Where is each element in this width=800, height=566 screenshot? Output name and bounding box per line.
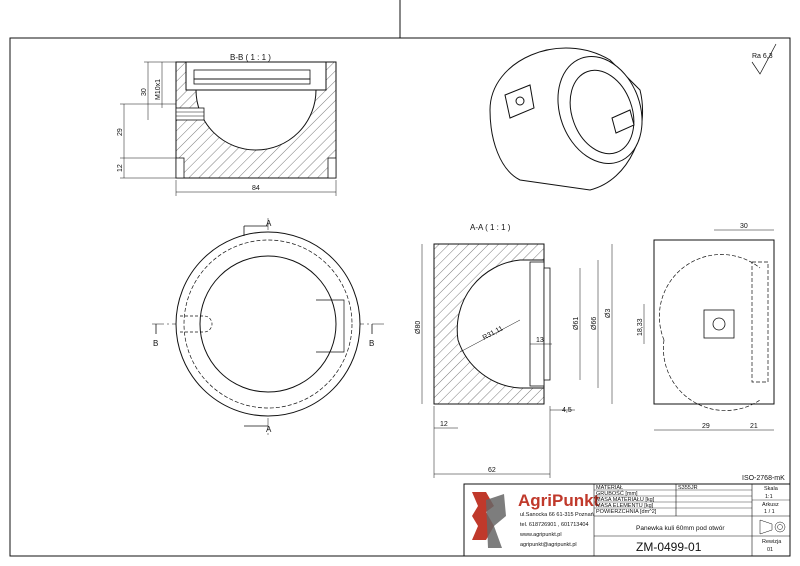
part-name: Panewka kuli 60mm pod otwór — [636, 525, 725, 532]
roughness-label: Ra 6,3 — [752, 53, 773, 60]
tolerance-standard: ISO-2768-mK — [742, 475, 785, 482]
mass-element-label: MASA ELEMENTU [kg] — [596, 503, 654, 509]
roughness-symbol: Ra 6,3 — [751, 43, 777, 75]
section-bb-view: B-B ( 1 : 1 ) 84 30 M10x1 29 12 — [117, 53, 337, 196]
cut-marker-b-right: B — [369, 339, 374, 348]
dim-bb-width: 84 — [252, 185, 260, 192]
section-bb-title: B-B ( 1 : 1 ) — [230, 53, 271, 62]
material-value: S355JR — [678, 485, 698, 491]
dim-bb-thread: M10x1 — [155, 79, 162, 100]
projection-symbol — [759, 519, 786, 535]
company-address: ul.Sanocka 66 61-315 Poznań — [520, 512, 594, 518]
section-aa-title: A-A ( 1 : 1 ) — [470, 223, 511, 232]
company-web: www.agripunkt.pl — [519, 532, 562, 538]
company-email: agripunkt@agripunkt.pl — [520, 542, 577, 548]
dim-aa-d66: Ø66 — [591, 317, 598, 330]
dim-side-29: 29 — [702, 423, 710, 430]
sheet-value: 1 / 1 — [764, 509, 775, 515]
drawing-number: ZM-0499-01 — [636, 540, 702, 554]
scale-label: Skala — [764, 486, 779, 492]
mass-material-label: MASA MATERIAŁU [kg] — [596, 497, 655, 503]
cut-marker-a-bottom: A — [266, 425, 272, 434]
revision-value: 01 — [767, 547, 773, 553]
dim-bb-29: 29 — [117, 128, 124, 136]
company-logo — [472, 492, 506, 548]
company-name: AgriPunkt — [518, 491, 600, 510]
revision-label: Rewizja — [762, 539, 782, 545]
sheet-label: Arkusz — [762, 502, 779, 508]
cut-marker-a-top: A — [266, 219, 272, 228]
dim-bb-height: 30 — [141, 88, 148, 96]
top-view: A A B B — [152, 218, 384, 436]
company-phone: tel. 618726901 , 601713404 — [520, 522, 589, 528]
cut-marker-b-left: B — [153, 339, 158, 348]
dim-side-30: 30 — [740, 223, 748, 230]
dim-aa-62: 62 — [488, 467, 496, 474]
dim-aa-d3: Ø3 — [605, 309, 612, 318]
side-view: 30 18,33 29 21 — [637, 223, 775, 431]
dim-aa-12: 12 — [440, 421, 448, 428]
dim-side-1833: 18,33 — [637, 318, 644, 336]
drawing-frame — [9, 37, 791, 557]
dim-bb-12: 12 — [117, 164, 124, 172]
thickness-label: GRUBOŚĆ [mm] — [596, 489, 638, 497]
dim-side-21: 21 — [750, 423, 758, 430]
dim-aa-d80: Ø80 — [415, 321, 422, 334]
surface-label: POWIERZCHNIA [dm^2] — [596, 509, 657, 515]
material-label: MATERIAŁ — [596, 485, 623, 491]
dim-aa-13: 13 — [536, 337, 544, 344]
title-block: AgriPunkt ul.Sanocka 66 61-315 Poznań te… — [463, 483, 791, 557]
dim-aa-45: 4,5 — [562, 407, 572, 414]
scale-value: 1:1 — [765, 494, 773, 500]
section-aa-view: A-A ( 1 : 1 ) R31,11 Ø80 Ø61 Ø66 Ø3 13 4… — [415, 223, 613, 478]
isometric-view — [489, 47, 644, 191]
dim-aa-d61: Ø61 — [573, 317, 580, 330]
